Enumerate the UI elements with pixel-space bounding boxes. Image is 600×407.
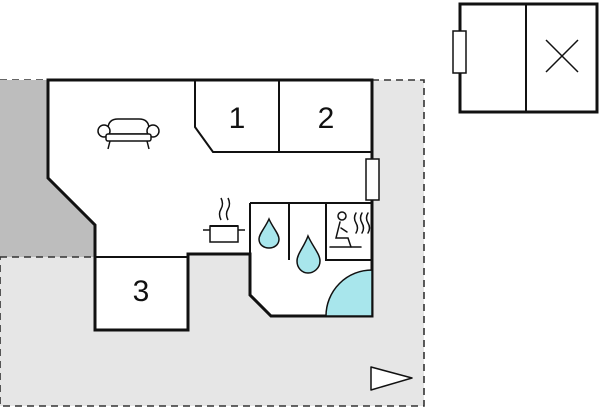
sink-drop-icon: [258, 217, 280, 249]
room-label-2: 2: [318, 102, 335, 135]
compass-arrow-icon: [370, 366, 413, 391]
door-icon: [452, 30, 467, 74]
cooking-pot-icon: [203, 197, 245, 243]
sauna-icon: [329, 211, 371, 248]
interior-walls: [95, 80, 372, 261]
shower-tray-icon: [325, 269, 373, 317]
room-label-1: 1: [229, 102, 246, 135]
bedroom-1-wall: [194, 80, 372, 153]
sauna-wall: [325, 203, 372, 261]
door-icon: [365, 158, 380, 201]
cross-icon: [545, 39, 579, 73]
outbuilding: [452, 2, 599, 114]
sofa-icon: [97, 118, 160, 150]
shower-drop-icon: [296, 234, 321, 274]
room-label-3: 3: [133, 275, 150, 308]
